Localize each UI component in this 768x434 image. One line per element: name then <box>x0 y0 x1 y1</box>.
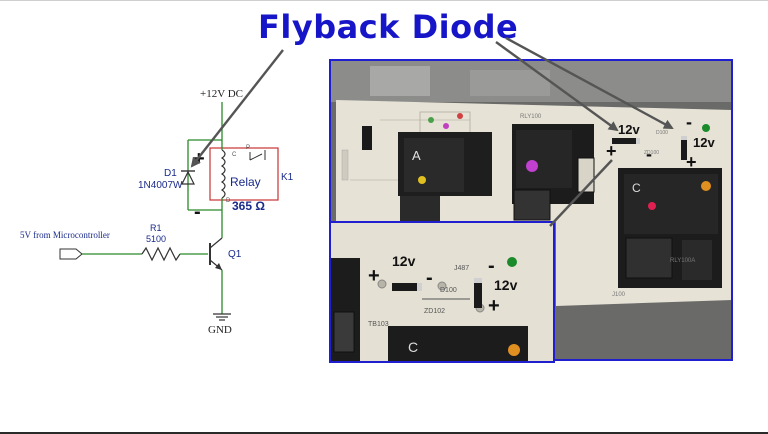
resistor-symbol <box>141 246 181 262</box>
inset-plus-right: + <box>488 295 500 317</box>
top-border <box>0 0 768 1</box>
main-plus-left: + <box>606 141 617 161</box>
page-title: Flyback Diode <box>258 8 519 46</box>
board-code-d100: D100 <box>656 130 668 136</box>
resistor-value: 5100 <box>146 234 166 244</box>
board-code-rly100a: RLY100A <box>670 258 695 264</box>
board-code-zd100: ZD100 <box>644 150 659 156</box>
inset-connector-line <box>549 159 613 227</box>
supply-label: +12V DC <box>200 88 243 100</box>
main-plus-right: + <box>686 152 697 172</box>
diode-ref: D1 <box>164 168 177 179</box>
inset-photo: C J487 D100 ZD102 TB103 12v 12v + - - + <box>329 221 555 363</box>
inset-plus-left: + <box>368 265 380 287</box>
svg-text:C: C <box>232 152 237 158</box>
inset-minus-right: - <box>488 255 495 277</box>
inset-diode-2 <box>474 278 482 308</box>
relay-coil <box>220 149 226 199</box>
relay-a-letter: A <box>412 148 421 163</box>
arrow-to-board-diode-2 <box>505 36 674 130</box>
main-12v-left: 12v <box>618 122 640 137</box>
inset-code-zd102: ZD102 <box>424 308 445 315</box>
transistor-ref: Q1 <box>228 249 242 260</box>
relay-label: Relay <box>230 175 261 189</box>
pointer-arrows <box>190 36 674 227</box>
flyback-diode-symbol <box>181 170 195 185</box>
inset-code-j487: J487 <box>454 265 469 272</box>
board-diode-1 <box>612 138 640 144</box>
main-minus-left: - <box>646 144 652 164</box>
board-code-rly100: RLY100 <box>520 114 542 120</box>
board-code-j100: J100 <box>612 292 626 298</box>
inset-12v-left: 12v <box>392 253 416 269</box>
main-12v-right: 12v <box>693 135 715 150</box>
arrow-to-schematic-diode <box>190 49 284 168</box>
inset-relay-c-letter: C <box>408 339 418 355</box>
inset-12v-right: 12v <box>494 277 518 293</box>
ground-label: GND <box>208 324 232 336</box>
inset-minus-left: - <box>426 267 433 289</box>
resistor-ref: R1 <box>150 223 162 233</box>
relay-resistance: 365 Ω <box>232 199 265 213</box>
inset-relay-c <box>388 326 528 362</box>
relay-outline <box>209 147 279 201</box>
schematic: +12V DC D1 1N4007W + - P C D Relay K1 36… <box>20 88 294 336</box>
svg-text:P: P <box>246 145 250 151</box>
input-label: 5V from Microcontroller <box>20 230 110 240</box>
ground-symbol <box>213 313 231 321</box>
relay-ref: K1 <box>281 172 294 183</box>
diode-part: 1N4007W <box>138 180 183 191</box>
diode-minus-sign: - <box>194 201 201 223</box>
main-minus-right: - <box>686 112 692 132</box>
board-diode-2 <box>681 136 687 160</box>
inset-diode-1 <box>392 283 422 291</box>
input-port <box>59 248 83 260</box>
arrow-to-board-diode-1 <box>495 41 619 132</box>
inset-photo-border <box>329 221 555 363</box>
inset-code-d100: D100 <box>440 287 457 294</box>
inset-code-tb103: TB103 <box>368 321 389 328</box>
relay-c-letter: C <box>632 181 641 195</box>
transistor-symbol <box>209 237 223 271</box>
svg-text:D: D <box>226 198 231 204</box>
bottom-border <box>0 432 768 434</box>
